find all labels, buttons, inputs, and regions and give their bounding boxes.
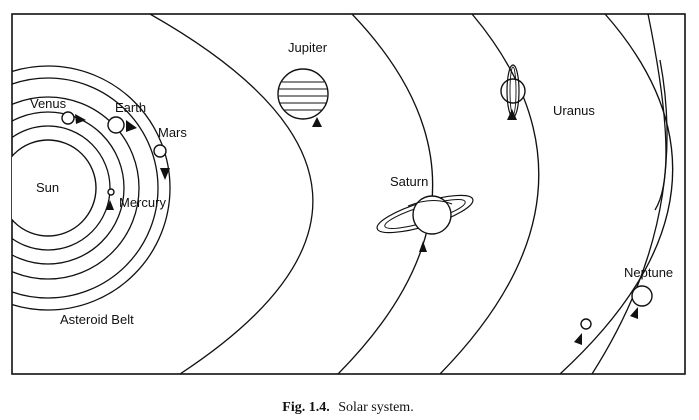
outer-small-body-arrow-icon	[574, 333, 582, 345]
figure-caption-text: Solar system.	[338, 400, 413, 415]
mercury-planet	[107, 188, 115, 196]
label-uranus: Uranus	[553, 103, 595, 118]
earth-planet	[107, 116, 125, 134]
saturn-orbit	[337, 14, 434, 374]
sun	[12, 139, 97, 237]
label-neptune: Neptune	[624, 265, 673, 280]
label-mars: Mars	[158, 125, 187, 140]
neptune-orbit-b	[647, 14, 667, 211]
saturn-planet	[376, 194, 474, 235]
label-venus: Venus	[30, 96, 67, 111]
neptune-arrow-icon	[630, 307, 638, 319]
label-jupiter: Jupiter	[288, 40, 328, 55]
figure-caption: Fig. 1.4. Solar system.	[282, 400, 413, 415]
asteroid-belt-orbit-inner	[12, 65, 171, 311]
jupiter-orbit	[149, 14, 314, 374]
mercury-orbit	[12, 125, 111, 251]
earth-arrow-icon	[126, 120, 137, 132]
jupiter-planet	[277, 68, 329, 120]
label-earth: Earth	[115, 100, 146, 115]
mercury-arrow-icon	[106, 200, 114, 210]
label-mercury: Mercury	[119, 195, 166, 210]
uranus-orbit	[439, 14, 540, 374]
uranus-arrow-icon	[507, 109, 517, 120]
uranus-planet	[500, 64, 526, 118]
venus-arrow-icon	[75, 114, 86, 124]
outer-small-body	[580, 318, 592, 330]
neptune-orbit-c	[591, 59, 668, 374]
earth-orbit	[12, 96, 140, 280]
venus-planet	[61, 111, 75, 125]
neptune-orbit-a	[559, 14, 674, 374]
jupiter-arrow-icon	[312, 117, 322, 127]
label-saturn: Saturn	[390, 174, 428, 189]
mars-orbit	[12, 77, 159, 299]
saturn-arrow-icon	[419, 241, 427, 252]
neptune-planet	[631, 285, 653, 307]
label-asteroid-belt: Asteroid Belt	[60, 312, 134, 327]
venus-orbit	[12, 111, 125, 265]
mars-planet	[153, 144, 167, 158]
label-sun: Sun	[36, 180, 59, 195]
figure-number: Fig. 1.4.	[282, 400, 329, 415]
mars-arrow-icon	[160, 168, 170, 180]
